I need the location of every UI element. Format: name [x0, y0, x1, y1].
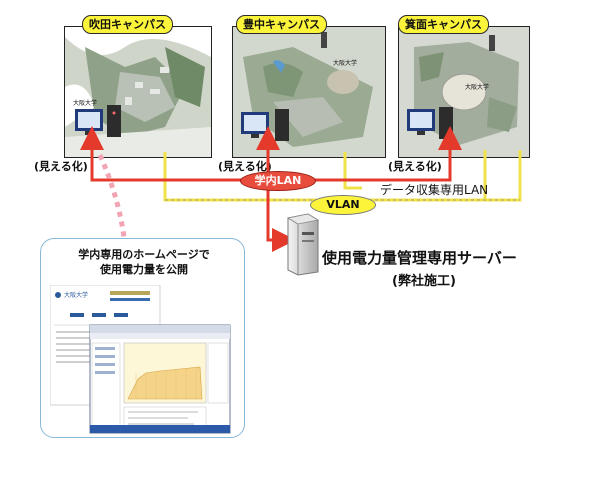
data-collection-lan-label: データ収集専用LAN — [380, 183, 489, 197]
map-suita-univ-label: 大阪大学 — [73, 99, 97, 107]
server-icon — [286, 213, 320, 276]
visualize-label-minoh: (見える化) — [388, 160, 442, 173]
website-screenshot: 大阪大学 — [50, 285, 231, 434]
server-name: 使用電力量管理専用サーバー — [322, 249, 517, 267]
campus-lan-node: 学内LAN — [240, 171, 316, 191]
visualize-label-suita: (見える化) — [34, 160, 88, 173]
map-minoh-univ-label: 大阪大学 — [465, 83, 489, 91]
map-minoh-graphic: 大阪大学 — [399, 27, 529, 157]
campus-label-toyonaka: 豊中キャンパス — [236, 15, 327, 34]
campus-label-suita: 吹田キャンパス — [82, 15, 173, 34]
website-caption-line2: 使用電力量を公開 — [100, 263, 188, 276]
map-toyonaka-univ-label: 大阪大学 — [333, 59, 357, 67]
website-logo-text: 大阪大学 — [64, 291, 88, 299]
website-link — [97, 153, 128, 246]
vlan-node: VLAN — [310, 195, 376, 215]
campus-map-minoh: 大阪大学 — [398, 26, 530, 158]
server-installer: (弊社施工) — [392, 274, 456, 289]
visualize-label-toyonaka: (見える化) — [218, 160, 272, 173]
website-caption: 学内専用のホームページで 使用電力量を公開 — [54, 247, 234, 277]
campus-label-minoh: 箕面キャンパス — [398, 15, 489, 34]
website-caption-line1: 学内専用のホームページで — [78, 248, 210, 261]
